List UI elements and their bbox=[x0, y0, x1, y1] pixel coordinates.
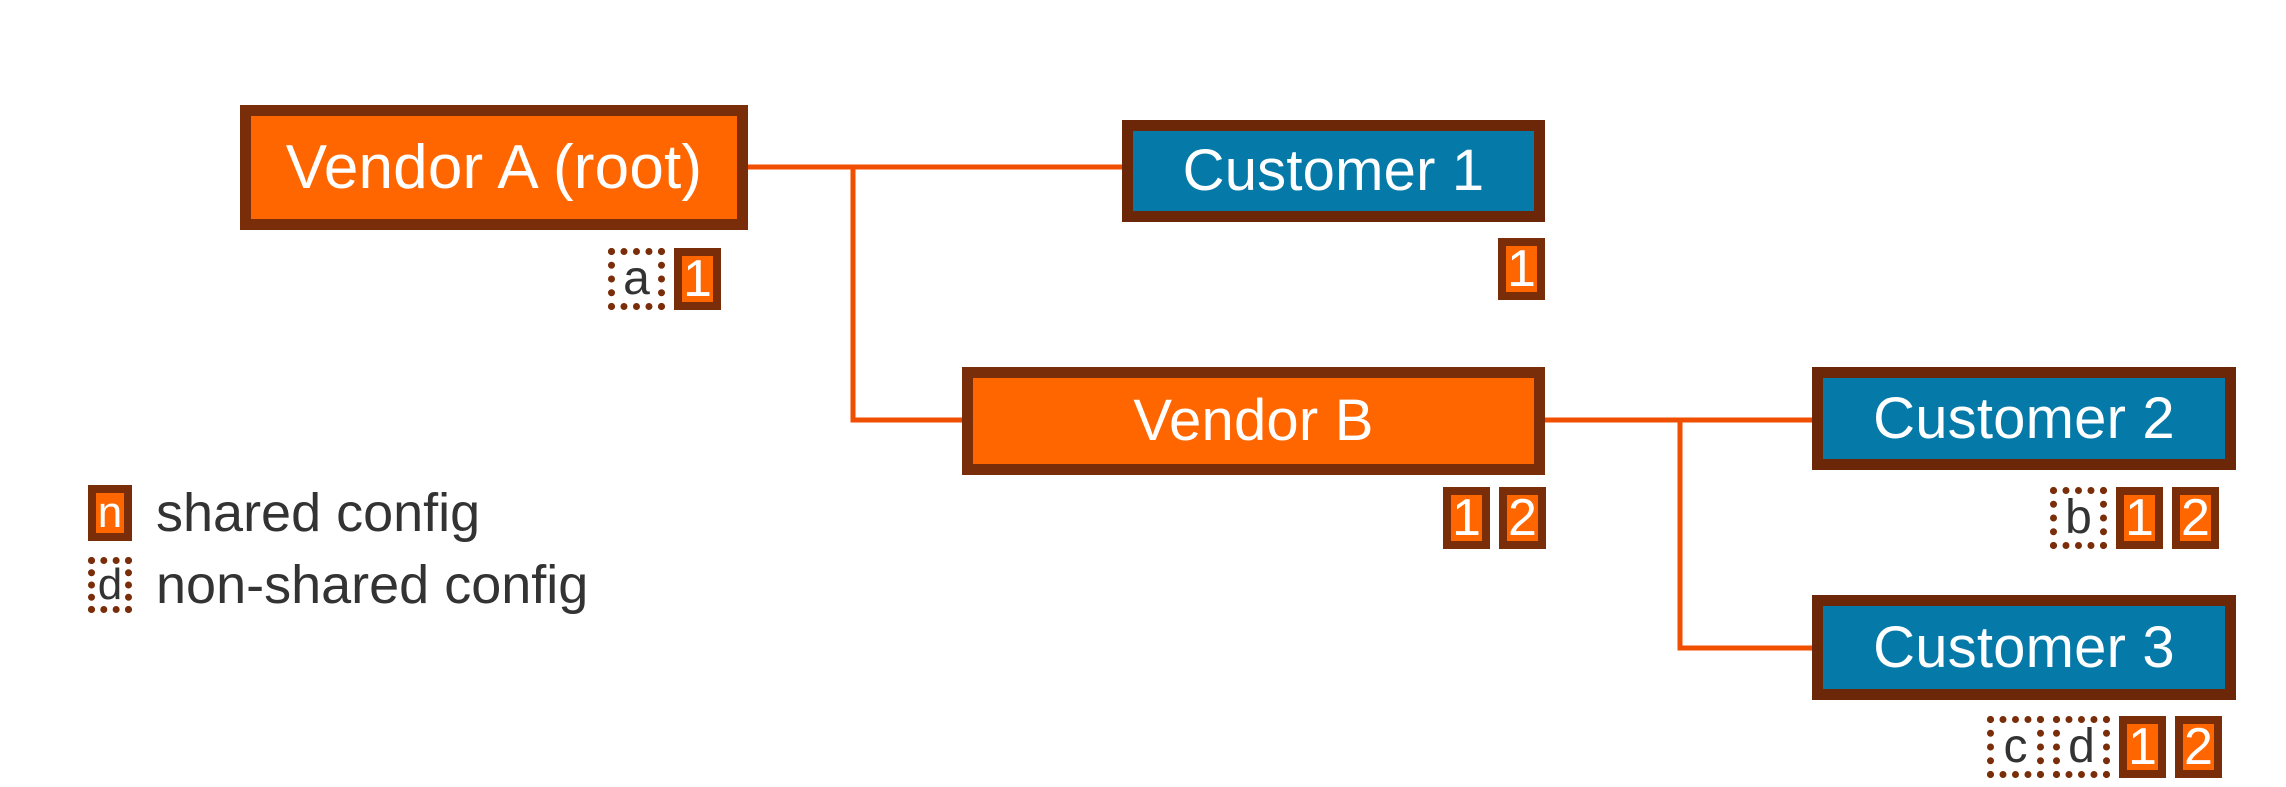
badge-shared-config[interactable]: 1 bbox=[2119, 716, 2166, 778]
badge-non-shared-config[interactable]: d bbox=[2053, 716, 2110, 778]
node-customer-2[interactable]: Customer 2 bbox=[1812, 367, 2236, 470]
node-vendor-b-label: Vendor B bbox=[1133, 388, 1374, 453]
node-customer-3[interactable]: Customer 3 bbox=[1812, 595, 2236, 700]
node-vendor-a-label: Vendor A (root) bbox=[285, 132, 703, 202]
legend-item-non-shared-config: d non-shared config bbox=[88, 554, 588, 616]
node-customer-1-label: Customer 1 bbox=[1182, 138, 1485, 203]
node-customer-1[interactable]: Customer 1 bbox=[1122, 120, 1545, 222]
legend-label-shared-config: shared config bbox=[156, 483, 481, 543]
node-vendor-b[interactable]: Vendor B bbox=[962, 367, 1545, 475]
legend-item-shared-config: n shared config bbox=[88, 482, 588, 544]
badge-shared-config[interactable]: 2 bbox=[2172, 487, 2219, 549]
badge-row-vendor-b: 1 2 bbox=[1443, 487, 1546, 549]
node-customer-2-label: Customer 2 bbox=[1873, 385, 2175, 451]
edge-vendor-a-to-vendor-b bbox=[748, 164, 962, 423]
legend-label-non-shared-config: non-shared config bbox=[156, 555, 589, 615]
edge-vendor-b-to-customer-3 bbox=[1545, 417, 1812, 651]
node-customer-3-label: Customer 3 bbox=[1873, 614, 2175, 680]
badge-shared-config[interactable]: 2 bbox=[1499, 487, 1546, 549]
badge-row-customer-2: b 1 2 bbox=[2050, 487, 2219, 549]
node-vendor-a[interactable]: Vendor A (root) bbox=[240, 105, 748, 230]
badge-row-customer-1: 1 bbox=[1498, 238, 1545, 300]
legend-swatch-non-shared-config: d bbox=[88, 557, 132, 613]
badge-shared-config[interactable]: 1 bbox=[1443, 487, 1490, 549]
badge-row-vendor-a: a 1 bbox=[608, 248, 721, 310]
badge-shared-config[interactable]: 1 bbox=[2116, 487, 2163, 549]
badge-non-shared-config[interactable]: b bbox=[2050, 487, 2107, 549]
legend: n shared config d non-shared config bbox=[88, 482, 588, 626]
badge-row-customer-3: c d 1 2 bbox=[1987, 716, 2222, 778]
badge-shared-config[interactable]: 1 bbox=[674, 248, 721, 310]
badge-shared-config[interactable]: 1 bbox=[1498, 238, 1545, 300]
badge-shared-config[interactable]: 2 bbox=[2175, 716, 2222, 778]
badge-non-shared-config[interactable]: a bbox=[608, 248, 665, 310]
legend-swatch-shared-config: n bbox=[88, 485, 132, 541]
badge-non-shared-config[interactable]: c bbox=[1987, 716, 2044, 778]
